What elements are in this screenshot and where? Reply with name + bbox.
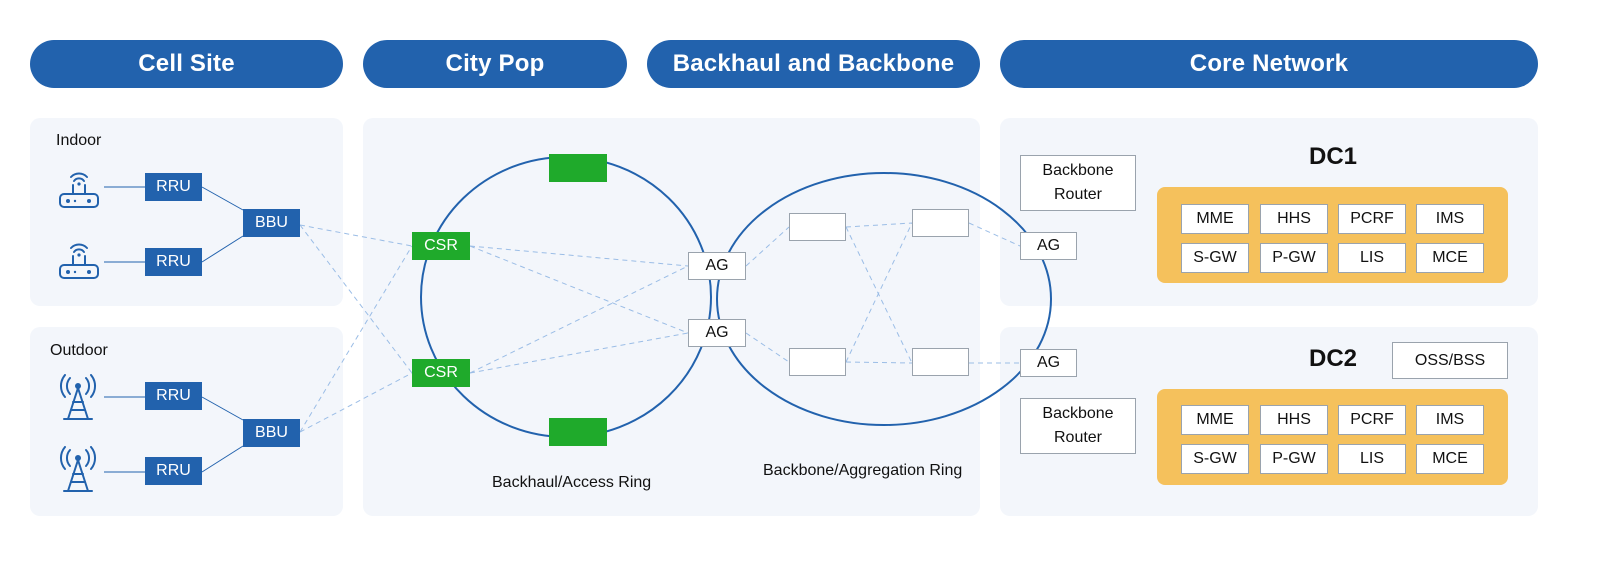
- backbone-router-line2: Router: [1053, 429, 1103, 446]
- wifi-router-icon: [59, 243, 99, 279]
- dc1-function-cell: HHS: [1260, 204, 1328, 234]
- bbu-node: BBU: [243, 419, 300, 447]
- dc1-functions: MME HHS PCRF IMS S-GW P-GW LIS MCE: [1157, 187, 1508, 283]
- header-city-pop: City Pop: [363, 40, 627, 88]
- dc2-function-cell: HHS: [1260, 405, 1328, 435]
- csr-node: CSR: [412, 232, 470, 260]
- dc1-function-cell: IMS: [1416, 204, 1484, 234]
- dc1-function-cell: PCRF: [1338, 204, 1406, 234]
- header-core-network: Core Network: [1000, 40, 1538, 88]
- dc2-function-cell: PCRF: [1338, 405, 1406, 435]
- ag-node: AG: [688, 252, 746, 280]
- dc2-function-cell: S-GW: [1181, 444, 1249, 474]
- oss-bss-node: OSS/BSS: [1392, 342, 1508, 379]
- dc1-function-cell: LIS: [1338, 243, 1406, 273]
- dc2-function-cell: P-GW: [1260, 444, 1328, 474]
- rru-node: RRU: [145, 173, 202, 201]
- dc1-title: DC1: [1308, 143, 1357, 170]
- indoor-label: Indoor: [56, 132, 102, 149]
- aggregation-ring: [716, 172, 1052, 426]
- dc2-title: DC2: [1308, 345, 1357, 372]
- dc2-function-cell: MME: [1181, 405, 1249, 435]
- access-ring-label: Backhaul/Access Ring: [492, 474, 652, 491]
- aggregation-node: [912, 348, 969, 376]
- core-ag-node: AG: [1020, 349, 1077, 377]
- cell-tower-icon: [60, 446, 96, 492]
- backbone-router: Backbone Router: [1020, 398, 1136, 454]
- wifi-router-icon: [59, 172, 99, 208]
- dc2-function-cell: IMS: [1416, 405, 1484, 435]
- dc2-functions: MME HHS PCRF IMS S-GW P-GW LIS MCE: [1157, 389, 1508, 485]
- backbone-router: Backbone Router: [1020, 155, 1136, 211]
- ag-node: AG: [688, 319, 746, 347]
- backbone-router-line2: Router: [1053, 186, 1103, 203]
- header-cell-site: Cell Site: [30, 40, 343, 88]
- cell-tower-icon: [60, 374, 96, 420]
- dc2-function-cell: MCE: [1416, 444, 1484, 474]
- rru-node: RRU: [145, 457, 202, 485]
- aggregation-node: [789, 213, 846, 241]
- core-ag-node: AG: [1020, 232, 1077, 260]
- backbone-router-line1: Backbone: [1042, 162, 1114, 179]
- aggregation-node: [912, 209, 969, 237]
- access-ring-node: [549, 418, 607, 446]
- rru-node: RRU: [145, 382, 202, 410]
- rru-node: RRU: [145, 248, 202, 276]
- city-pop-backhaul-panel: [363, 118, 980, 516]
- dc2-function-cell: LIS: [1338, 444, 1406, 474]
- aggregation-ring-label: Backbone/Aggregation Ring: [763, 462, 963, 479]
- backbone-router-line1: Backbone: [1042, 405, 1114, 422]
- header-backhaul-backbone: Backhaul and Backbone: [647, 40, 980, 88]
- dc1-function-cell: P-GW: [1260, 243, 1328, 273]
- aggregation-node: [789, 348, 846, 376]
- csr-node: CSR: [412, 359, 470, 387]
- dc1-function-cell: MCE: [1416, 243, 1484, 273]
- access-ring: [420, 156, 712, 438]
- outdoor-label: Outdoor: [50, 342, 108, 359]
- dc1-function-cell: S-GW: [1181, 243, 1249, 273]
- access-ring-node: [549, 154, 607, 182]
- dc1-function-cell: MME: [1181, 204, 1249, 234]
- bbu-node: BBU: [243, 209, 300, 237]
